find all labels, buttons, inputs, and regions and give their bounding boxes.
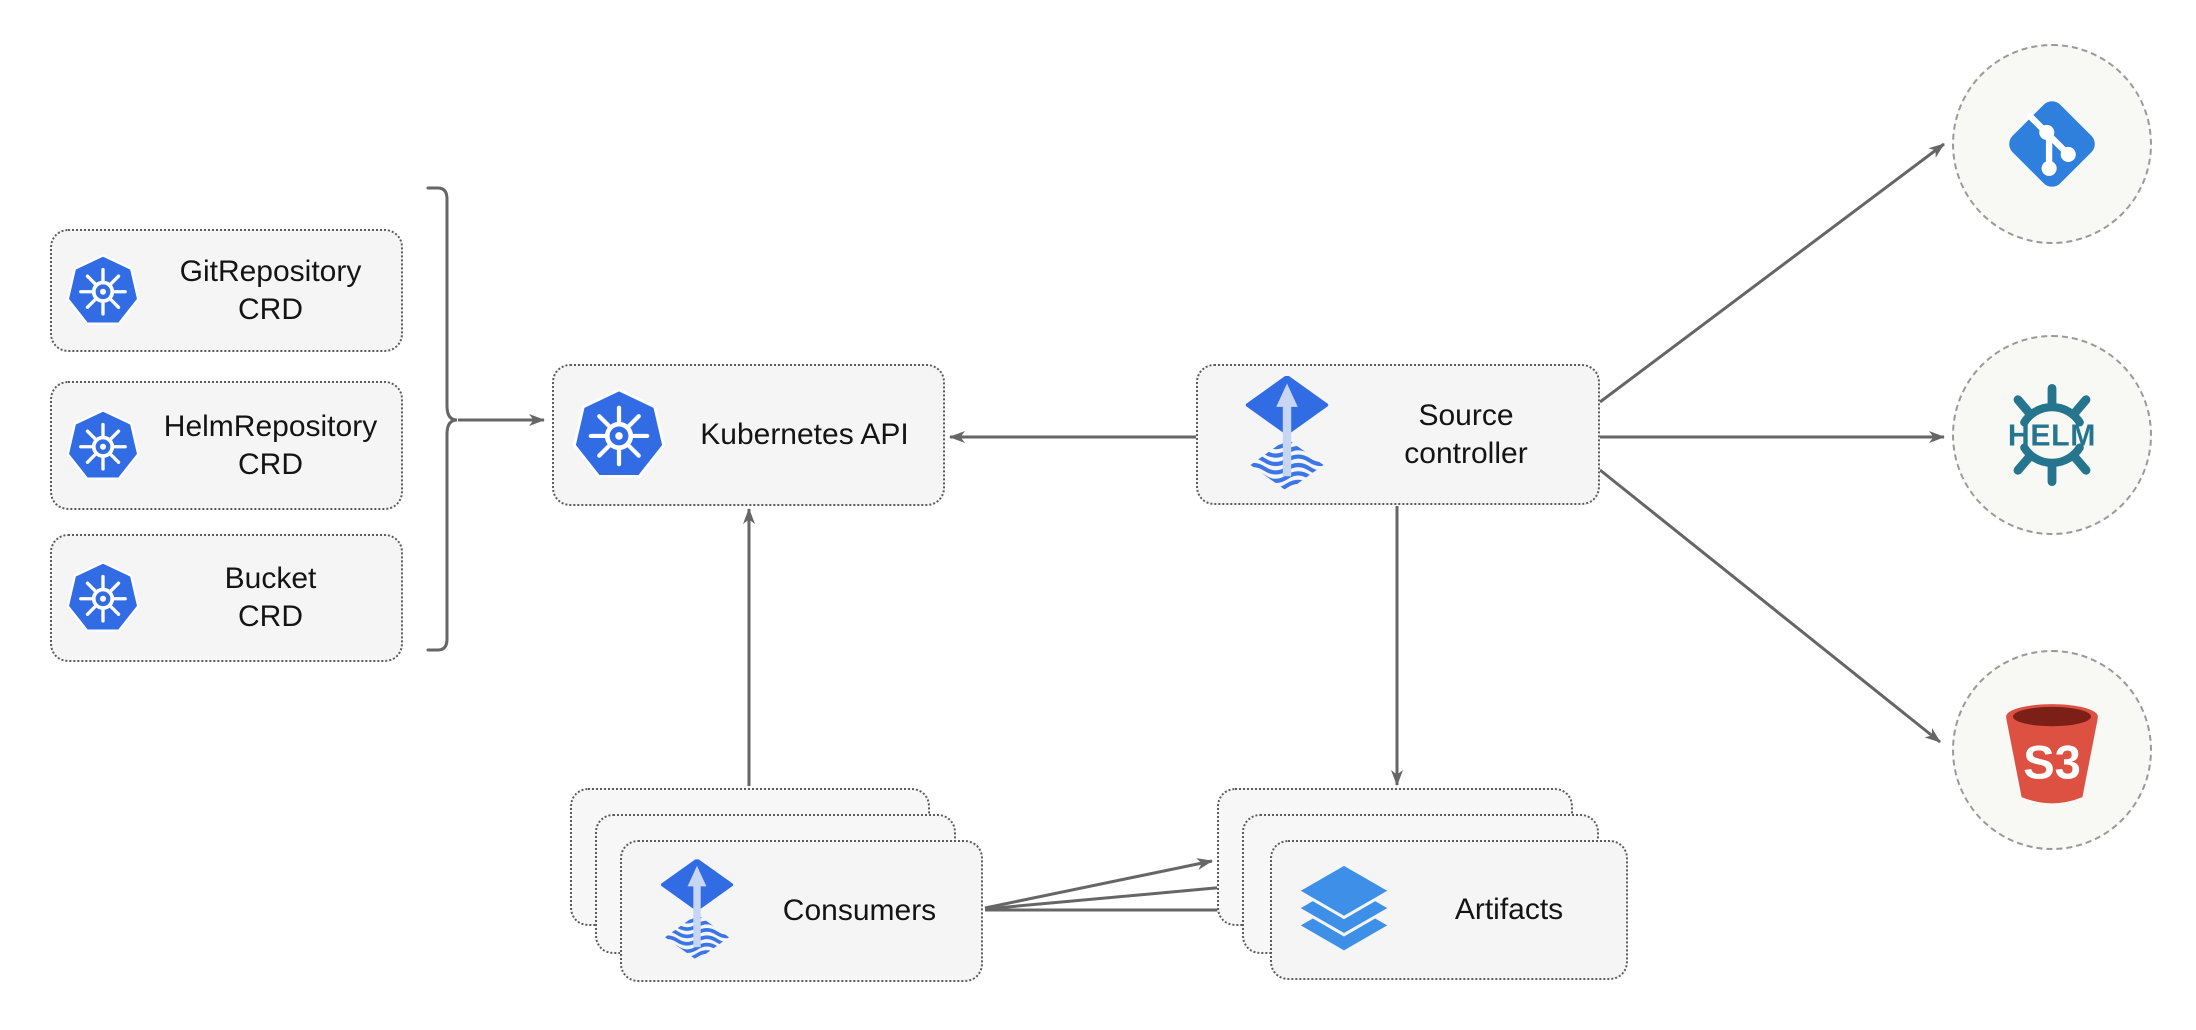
node-kubernetes-api: Kubernetes API xyxy=(552,364,945,506)
node-helmrepository-crd: HelmRepository CRD xyxy=(50,381,403,510)
layers-icon xyxy=(1296,862,1392,958)
source-controller-label: Source controller xyxy=(1334,397,1598,473)
bucket-crd-label-line1: Bucket xyxy=(224,562,317,595)
artifacts-label: Artifacts xyxy=(1454,893,1564,926)
arrow-source-controller-to-git xyxy=(1599,142,1945,404)
source-controller-label-line2: controller xyxy=(1404,436,1528,470)
helmrepository-crd-label-line2: CRD xyxy=(238,447,303,481)
s3-logo-text: S3 xyxy=(2023,736,2081,789)
node-gitrepository-crd: GitRepository CRD xyxy=(50,229,403,352)
kubernetes-icon xyxy=(572,388,666,482)
flux-icon xyxy=(1240,376,1334,494)
source-controller-label-line1: Source xyxy=(1418,398,1514,432)
s3-bucket-icon: S3 xyxy=(2006,704,2098,804)
git-icon xyxy=(1994,86,2110,202)
kubernetes-icon xyxy=(66,561,140,635)
external-source-s3: S3 xyxy=(1952,650,2152,850)
kubernetes-icon xyxy=(66,254,140,328)
bucket-crd-label-line2: CRD xyxy=(238,600,303,633)
arrow-consumers-to-artifacts-middle xyxy=(984,881,1238,911)
node-bucket-crd: Bucket CRD xyxy=(50,534,403,662)
kubernetes-icon xyxy=(66,409,140,483)
kubernetes-api-label: Kubernetes API xyxy=(700,418,909,451)
external-source-git xyxy=(1952,44,2152,244)
helm-logo-text: HELM xyxy=(2008,420,2096,453)
gitrepository-crd-label-line1: GitRepository xyxy=(179,254,362,288)
node-consumers: Consumers xyxy=(620,840,983,982)
arrow-consumers-to-artifacts-back xyxy=(984,858,1213,910)
helmrepository-crd-label: HelmRepository CRD xyxy=(140,408,401,484)
node-source-controller: Source controller xyxy=(1196,364,1600,505)
helm-icon: HELM xyxy=(2008,383,2096,487)
gitrepository-crd-label-line2: CRD xyxy=(238,292,303,326)
helmrepository-crd-label-line1: HelmRepository xyxy=(163,409,378,443)
arrow-source-controller-to-s3 xyxy=(1599,468,1941,744)
external-source-helm: HELM xyxy=(1952,335,2152,535)
node-artifacts: Artifacts xyxy=(1270,840,1628,980)
gitrepository-crd-label: GitRepository CRD xyxy=(140,253,401,329)
bucket-crd-label: Bucket CRD xyxy=(140,560,401,636)
consumers-label: Consumers xyxy=(782,894,937,927)
crd-group-bracket xyxy=(426,186,458,652)
flux-icon xyxy=(656,859,738,963)
